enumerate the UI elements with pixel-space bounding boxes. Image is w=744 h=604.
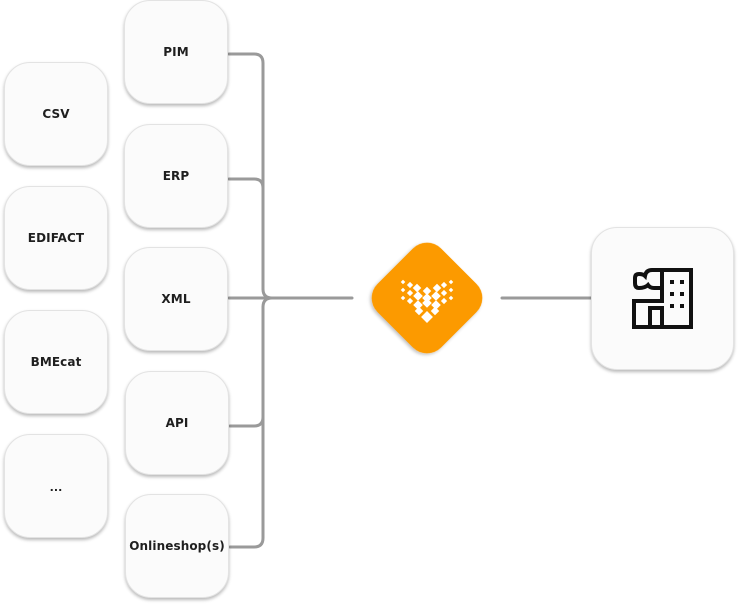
- logo-dot: [440, 297, 448, 305]
- logo-dot: [422, 286, 432, 296]
- source-label: PIM: [163, 45, 189, 59]
- connector-pim: [227, 52, 274, 300]
- source-label: Onlineshop(s): [129, 539, 225, 553]
- logo-dot: [414, 306, 424, 316]
- format-box-csv: CSV: [4, 62, 108, 166]
- format-label: CSV: [42, 107, 70, 121]
- source-box-onlineshops: Onlineshop(s): [125, 494, 229, 598]
- connector-api: [228, 305, 265, 428]
- logo-dot: [406, 281, 414, 289]
- source-label: ERP: [162, 169, 190, 183]
- format-label: ...: [49, 480, 63, 494]
- logo-dot: [412, 283, 422, 293]
- format-label: BMEcat: [30, 355, 82, 369]
- logo-dot: [406, 289, 414, 297]
- target-node: [591, 227, 734, 370]
- source-box-api: API: [125, 371, 229, 475]
- source-box-pim: PIM: [124, 0, 228, 104]
- source-label: API: [165, 416, 189, 430]
- source-box-erp: ERP: [124, 124, 228, 228]
- format-label: EDIFACT: [27, 231, 85, 245]
- connector-erp: [227, 177, 265, 291]
- connector-onlineshops: [228, 296, 274, 549]
- format-box-bmecat: BMEcat: [4, 310, 108, 414]
- logo-dot: [440, 281, 448, 289]
- logo-dot: [421, 311, 433, 323]
- logo-dot: [432, 283, 442, 293]
- logo-dot: [430, 306, 440, 316]
- building-icon: [632, 268, 693, 329]
- logo-dot: [440, 289, 448, 297]
- source-label: XML: [161, 292, 191, 306]
- format-box-more: ...: [4, 434, 108, 538]
- format-box-edifact: EDIFACT: [4, 186, 108, 290]
- logo-dot: [406, 297, 414, 305]
- hub-node: [352, 223, 502, 373]
- source-box-xml: XML: [124, 247, 228, 351]
